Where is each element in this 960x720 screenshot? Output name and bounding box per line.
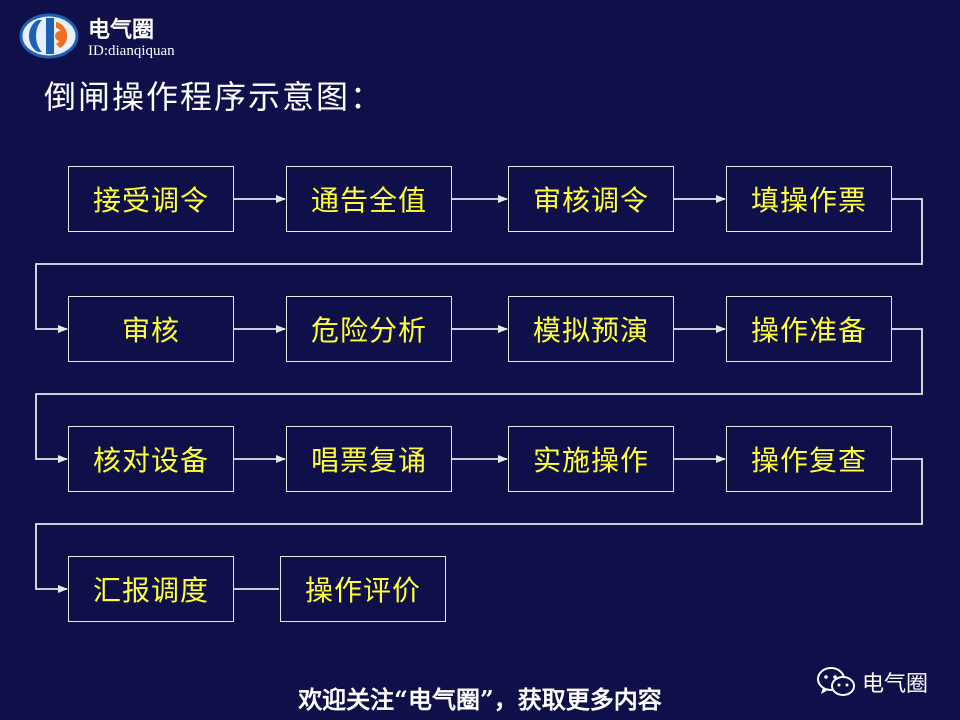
flow-step-label: 操作评价 — [304, 574, 421, 607]
flow-step-label: 审核调令 — [532, 184, 649, 217]
flow-step-box: 操作评价 — [280, 556, 446, 622]
flow-step-box: 实施操作 — [508, 426, 674, 492]
flow-step-label: 操作准备 — [750, 314, 867, 347]
flow-step-box: 模拟预演 — [508, 296, 674, 362]
flow-step-box: 填操作票 — [726, 166, 892, 232]
flow-step-box: 接受调令 — [68, 166, 234, 232]
flow-return-arrow — [35, 458, 923, 593]
flow-step-box: 操作复查 — [726, 426, 892, 492]
flow-step-label: 通告全值 — [310, 184, 427, 217]
flow-step-box: 审核 — [68, 296, 234, 362]
flow-step-box: 审核调令 — [508, 166, 674, 232]
flow-step-label: 唱票复诵 — [310, 444, 427, 477]
brand-id: ID:dianqiquan — [88, 43, 175, 59]
flow-step-label: 模拟预演 — [532, 314, 649, 347]
brand-name: 电气圈 — [88, 17, 155, 43]
flow-return-arrow — [35, 198, 923, 333]
page-title: 倒闸操作程序示意图： — [44, 78, 385, 116]
flow-step-label: 核对设备 — [92, 444, 209, 477]
flow-step-box: 操作准备 — [726, 296, 892, 362]
flow-step-box: 危险分析 — [286, 296, 452, 362]
flow-step-label: 汇报调度 — [92, 574, 209, 607]
dianqiquan-logo-icon — [19, 13, 79, 59]
flow-step-box: 汇报调度 — [68, 556, 234, 622]
flow-step-label: 接受调令 — [92, 184, 209, 217]
flow-step-label: 审核 — [121, 314, 180, 347]
wechat-badge: 电气圈 — [816, 666, 928, 698]
flow-step-label: 实施操作 — [532, 444, 649, 477]
wechat-label: 电气圈 — [862, 672, 929, 697]
wechat-icon — [817, 667, 855, 696]
flow-step-box: 唱票复诵 — [286, 426, 452, 492]
flow-step-box: 通告全值 — [286, 166, 452, 232]
flow-step-box: 核对设备 — [68, 426, 234, 492]
flow-return-arrow — [35, 328, 923, 463]
footer-text: 欢迎关注“电气圈”，获取更多内容 — [298, 685, 662, 714]
flow-step-label: 填操作票 — [750, 184, 867, 217]
flow-step-label: 危险分析 — [310, 314, 427, 347]
flow-step-label: 操作复查 — [750, 444, 867, 477]
